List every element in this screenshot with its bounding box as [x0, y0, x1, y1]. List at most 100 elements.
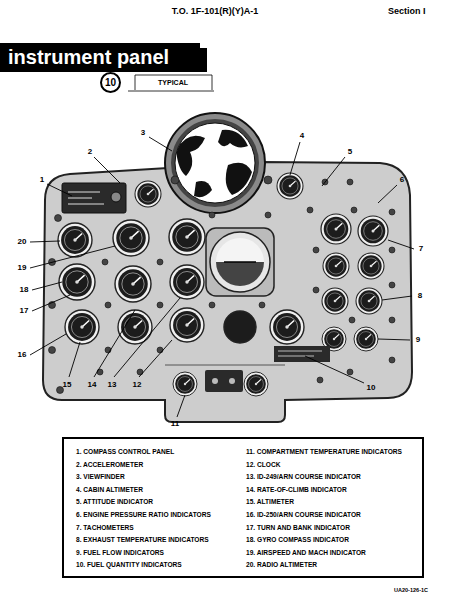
knobs — [351, 207, 357, 213]
viewfinder — [165, 113, 265, 213]
callout-number: 1 — [40, 176, 44, 185]
title-banner — [0, 43, 207, 72]
header-text: T.O. 1F-101(R)(Y)A-1 — [172, 7, 259, 17]
knobs — [102, 259, 108, 265]
leader-lines — [378, 185, 397, 203]
fuel-quantity-placard — [278, 356, 314, 357]
attitude-indicator — [206, 228, 274, 296]
callout-number: 6 — [400, 176, 404, 185]
fuel-quantity-placard — [274, 346, 330, 362]
gauges — [170, 265, 204, 299]
leader-lines — [30, 241, 60, 242]
typical-frame — [128, 75, 214, 91]
switch-panel — [229, 378, 235, 384]
switch-panel — [212, 378, 218, 384]
legend-item: 10. FUEL QUANTITY INDICATORS — [76, 561, 182, 568]
knobs — [265, 212, 271, 218]
leader-lines — [32, 295, 70, 311]
switch-panel — [205, 370, 243, 392]
compass-control-panel — [62, 183, 126, 213]
knobs — [49, 176, 396, 394]
leader-lines — [114, 298, 180, 377]
knobs — [317, 377, 323, 383]
callout-number: 11 — [171, 420, 179, 429]
leader-lines — [149, 137, 172, 151]
gauges — [322, 288, 348, 314]
knobs — [55, 215, 62, 222]
typical-frame — [135, 75, 212, 90]
callout-number: 5 — [348, 148, 352, 157]
knobs — [349, 317, 355, 323]
knobs — [259, 302, 265, 308]
legend-item: 2. ACCELEROMETER — [76, 461, 143, 468]
figure-number: 10 — [105, 77, 116, 88]
gauges — [270, 310, 304, 344]
callout-number: 13 — [108, 381, 117, 390]
section-title: instrument panel — [8, 46, 169, 68]
gauges — [356, 288, 382, 314]
leader-lines — [378, 339, 410, 340]
legend-item: 4. CABIN ALTIMETER — [76, 486, 143, 493]
leader-lines — [30, 246, 115, 268]
panel-body — [165, 365, 285, 366]
knobs — [209, 302, 215, 308]
knobs — [105, 302, 111, 308]
legend-item: 9. FUEL FLOW INDICATORS — [76, 549, 164, 556]
viewfinder — [194, 181, 212, 197]
knobs — [389, 247, 395, 253]
callout-number: 19 — [18, 264, 27, 273]
gauges — [135, 181, 161, 207]
fuel-quantity-placard — [274, 346, 330, 362]
section-number: Section I — [388, 7, 426, 17]
legend-item: 1. COMPASS CONTROL PANEL — [76, 448, 174, 455]
knobs — [389, 282, 395, 288]
gauges — [115, 266, 151, 302]
knobs — [389, 317, 395, 323]
callout-number: 15 — [63, 381, 72, 390]
gauges — [58, 223, 92, 257]
viewfinder — [218, 130, 248, 148]
callout-number: 17 — [20, 307, 29, 316]
legend-item: 15. ALTIMETER — [246, 498, 294, 505]
gauges — [358, 216, 388, 246]
gauges — [59, 264, 95, 300]
viewfinder — [176, 136, 205, 176]
callout-number: 8 — [418, 292, 422, 301]
gauges — [244, 372, 268, 396]
title-banner — [0, 43, 207, 72]
callout-number: 18 — [20, 286, 29, 295]
knobs — [57, 387, 64, 394]
leader-lines — [290, 142, 300, 175]
callout-number: 10 — [367, 384, 376, 393]
legend-item: 8. EXHAUST TEMPERATURE INDICATORS — [76, 536, 209, 543]
callout-number: 3 — [141, 129, 145, 138]
attitude-indicator — [216, 238, 264, 262]
attitude-indicator — [210, 232, 270, 292]
leader-lines — [30, 334, 66, 355]
gauges — [113, 220, 149, 256]
legend-item: 6. ENGINE PRESSURE RATIO INDICATORS — [76, 511, 211, 518]
legend-item: 19. AIRSPEED AND MACH INDICATOR — [246, 549, 366, 556]
callout-number: 4 — [300, 132, 304, 141]
knobs — [49, 347, 56, 354]
knobs — [347, 369, 353, 375]
callout-number: 16 — [18, 351, 27, 360]
knobs — [313, 247, 319, 253]
callout-number: 20 — [18, 238, 27, 247]
viewfinder — [175, 123, 255, 203]
gauges — [65, 310, 99, 344]
knobs — [209, 212, 215, 218]
leader-lines — [177, 395, 185, 417]
knobs — [157, 347, 163, 353]
knobs — [347, 179, 353, 185]
attitude-indicator — [206, 228, 274, 296]
leader-lines — [94, 310, 135, 377]
gauges — [358, 253, 384, 279]
leader-lines — [382, 296, 412, 300]
callout-number: 9 — [416, 336, 420, 345]
gauges — [323, 253, 349, 279]
gauges — [58, 173, 388, 396]
legend-item: 17. TURN AND BANK INDICATOR — [246, 524, 350, 531]
legend-item: 12. CLOCK — [246, 461, 280, 468]
knobs — [171, 176, 179, 184]
